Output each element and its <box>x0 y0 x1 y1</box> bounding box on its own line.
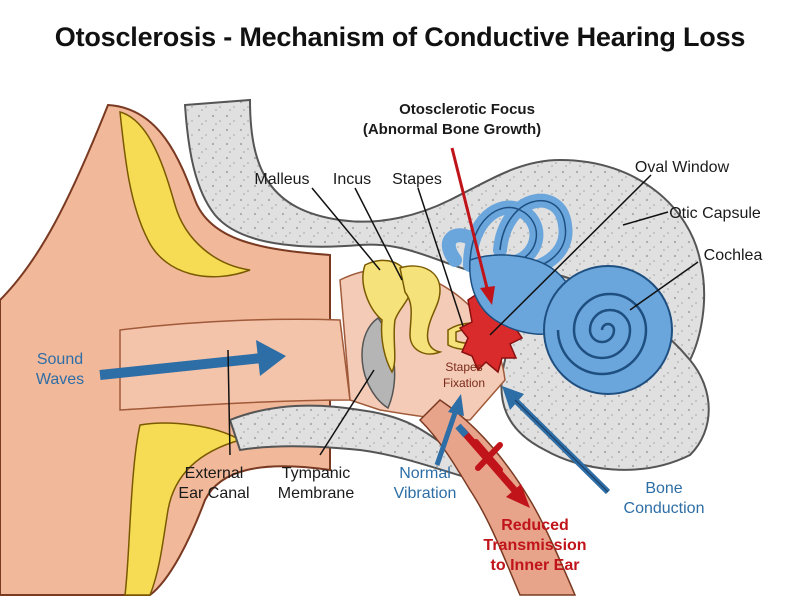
cartilage-lower <box>124 422 242 596</box>
label-focus-line1: Otosclerotic Focus <box>399 101 535 118</box>
label-cochlea: Cochlea <box>704 247 763 264</box>
label-oval-window: Oval Window <box>635 159 730 176</box>
label-malleus: Malleus <box>254 171 309 188</box>
label-tympanic-membrane-line2: Membrane <box>278 485 355 502</box>
temporal-bone-upper <box>183 98 706 367</box>
focus-leader <box>450 147 495 305</box>
label-otic-capsule: Otic Capsule <box>669 205 761 222</box>
label-reduced-line2: Transmission <box>483 537 586 554</box>
cartilage-upper <box>119 110 251 278</box>
cochlea-shell <box>543 265 673 395</box>
label-stapes: Stapes <box>392 171 442 188</box>
label-reduced-line3: to Inner Ear <box>491 557 580 574</box>
leader-lines <box>227 174 699 456</box>
label-sound-waves-line1: Sound <box>37 351 83 368</box>
label-tympanic-membrane-line1: Tympanic <box>282 465 350 482</box>
label-reduced-line1: Reduced <box>501 517 569 534</box>
sound-waves-arrow <box>99 340 286 380</box>
eustachian-tube <box>418 399 577 596</box>
label-sound-waves-line2: Waves <box>36 371 84 388</box>
label-stapes-fixation-line1: Stapes <box>445 360 482 374</box>
bone-conduction-arrow <box>502 386 611 495</box>
label-focus-line2: (Abnormal Bone Growth) <box>363 121 541 138</box>
cochlea-spiral <box>556 292 648 376</box>
label-external-ear-canal-line1: External <box>185 465 244 482</box>
label-normal-vibration-line1: Normal <box>399 465 451 482</box>
incus <box>399 265 443 355</box>
blocked-x-icon <box>473 439 503 473</box>
label-external-ear-canal-line2: Ear Canal <box>178 485 249 502</box>
label-stapes-fixation-line2: Fixation <box>443 376 485 390</box>
label-bone-conduction-line2: Conduction <box>624 500 705 517</box>
label-normal-vibration-line2: Vibration <box>394 485 457 502</box>
label-bone-conduction-line1: Bone <box>645 480 682 497</box>
label-incus: Incus <box>333 171 371 188</box>
normal-vibration-arrow <box>434 394 464 466</box>
page-title: Otosclerosis - Mechanism of Conductive H… <box>54 22 746 52</box>
